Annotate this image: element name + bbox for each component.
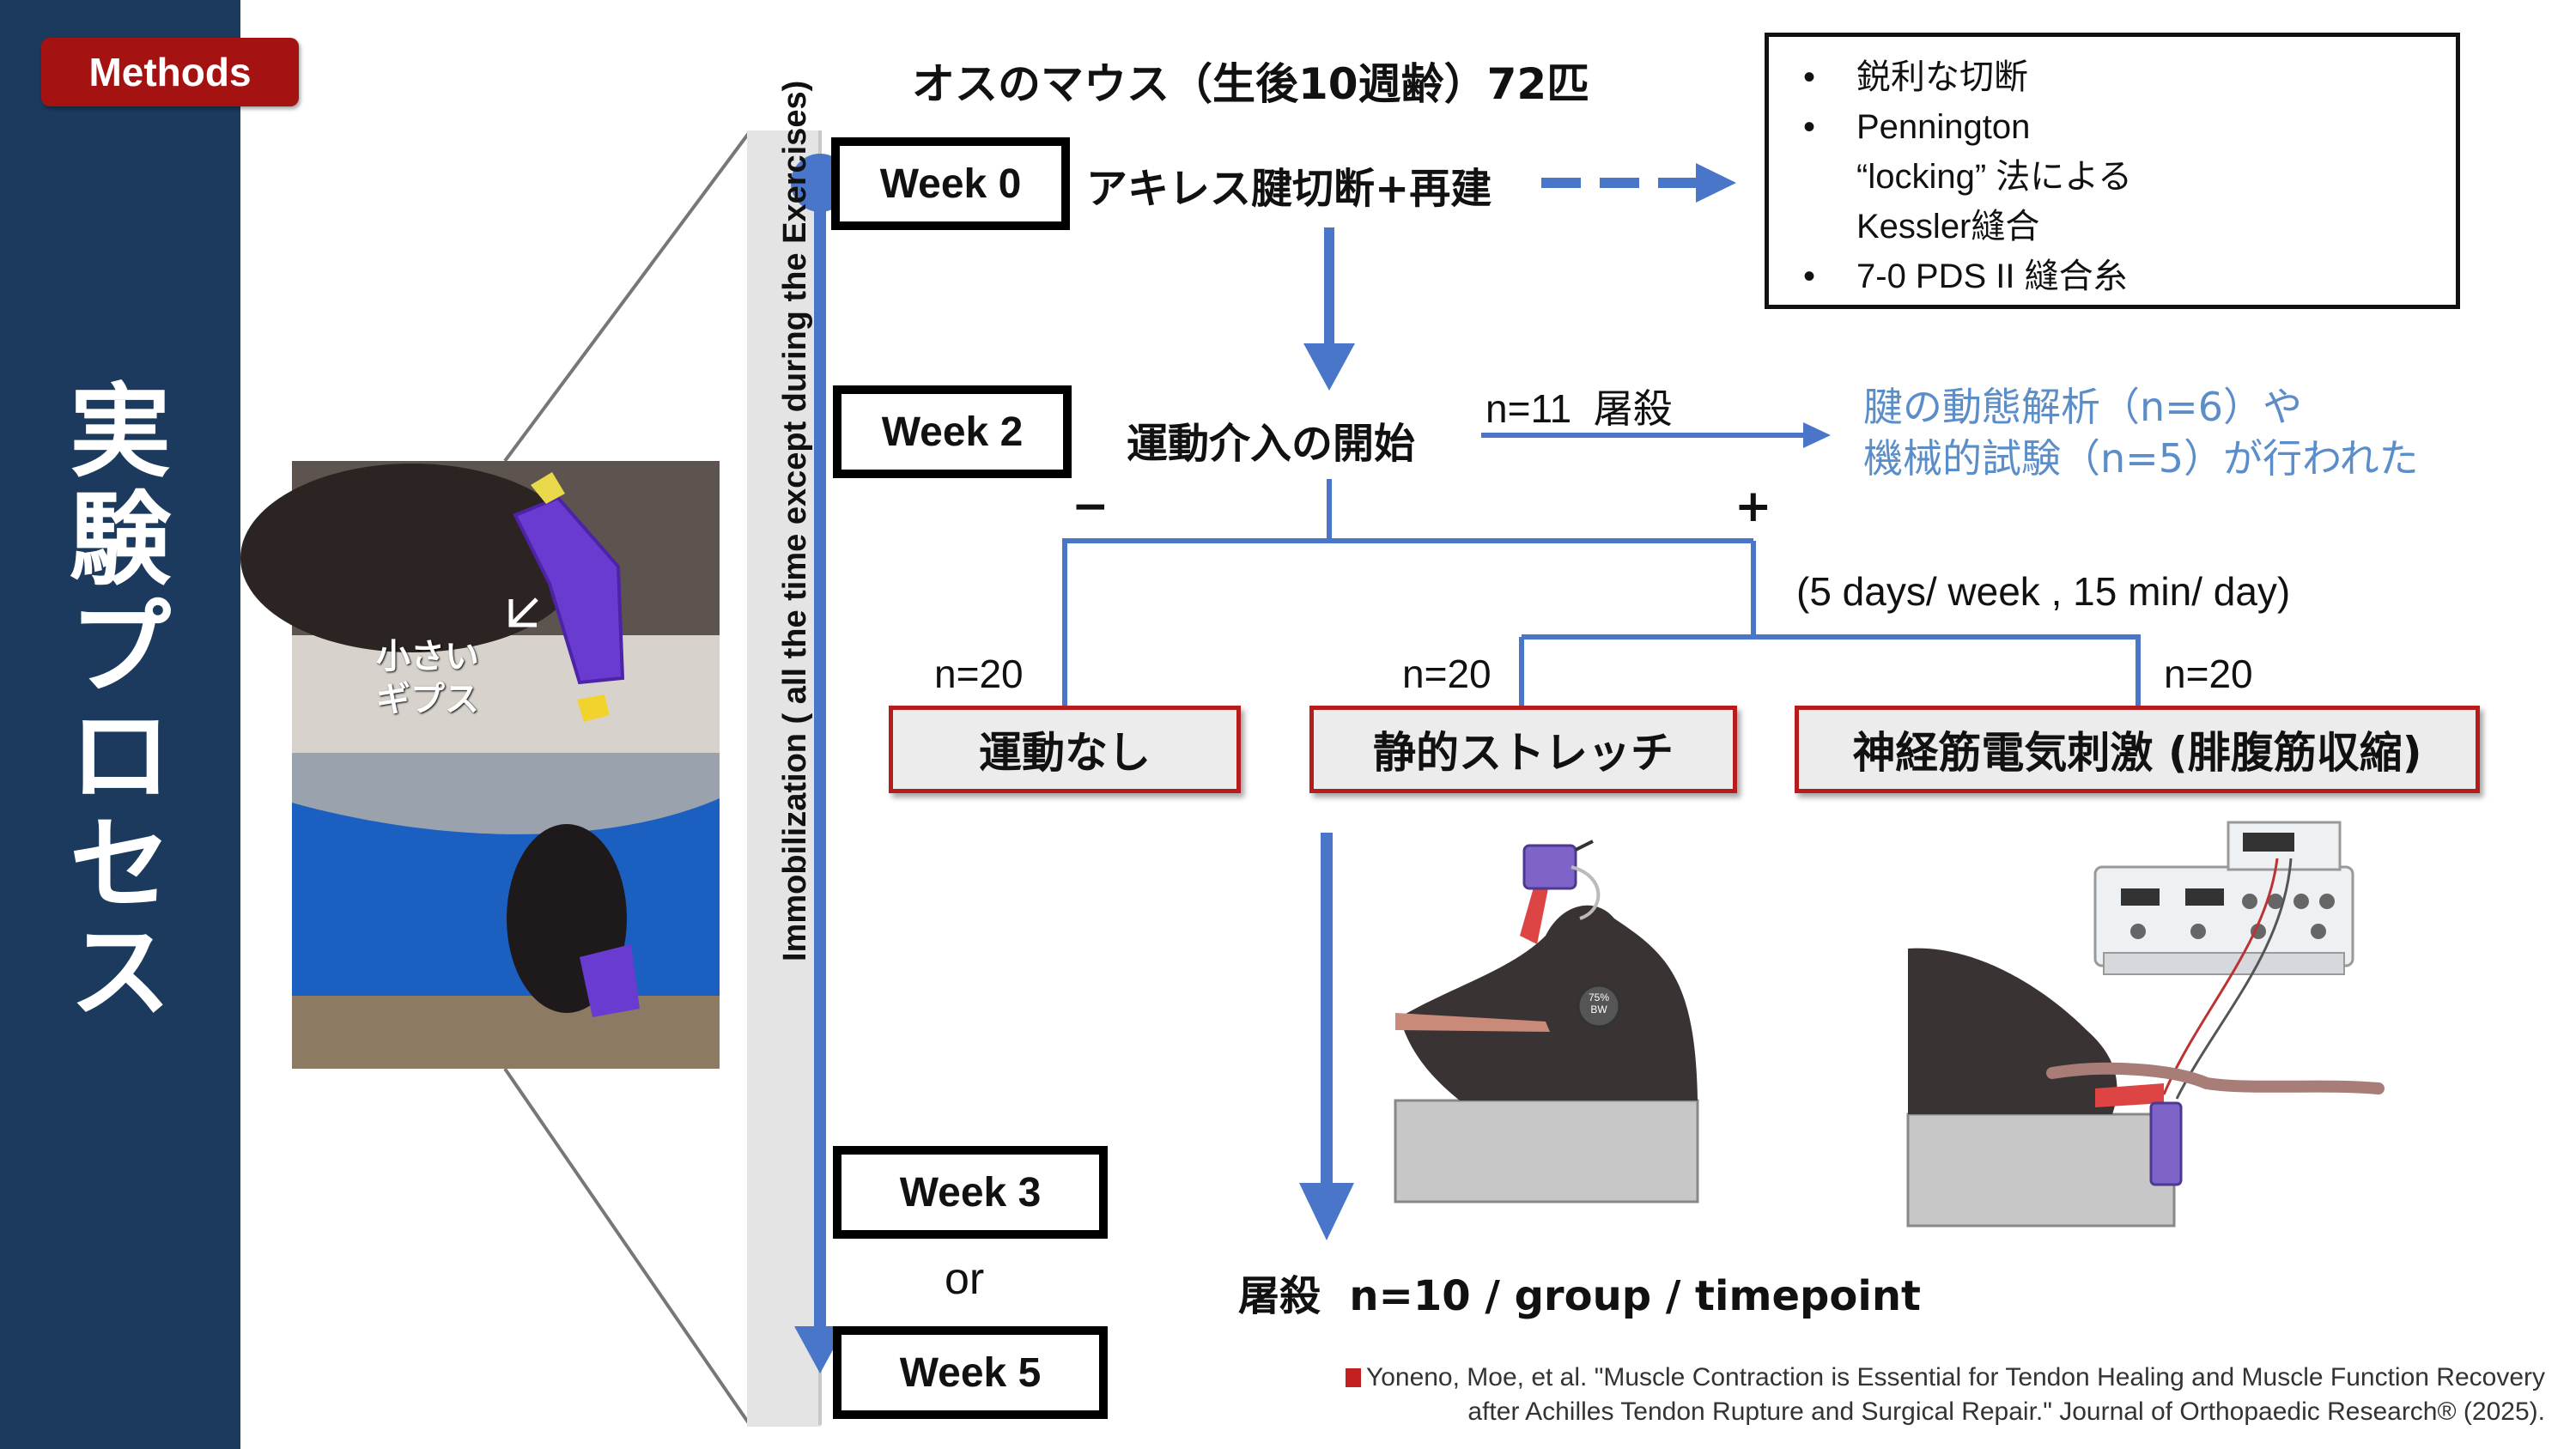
surgery-label: アキレス腱切断+再建 bbox=[1086, 165, 1492, 213]
group-label: 神経筋電気刺激 (腓腹筋収縮) bbox=[1852, 728, 2422, 778]
header-title: オスのマウス（生後10週齢）72匹 bbox=[912, 59, 1590, 109]
method-item: Kessler縫合 bbox=[1856, 208, 2040, 246]
weight-label: 75% BW bbox=[1582, 991, 1616, 1016]
method-item: 7-0 PDS II 縫合糸 bbox=[1803, 252, 2456, 301]
group-no-exercise: 運動なし bbox=[889, 706, 1241, 793]
timeline-bar bbox=[747, 130, 821, 1427]
side-title-char: 験 bbox=[69, 481, 171, 599]
group-n-label: n=20 bbox=[2164, 652, 2253, 696]
analysis-text: 腱の動態解析（n=6）や 機械的試験（n=5）が行われた bbox=[1863, 381, 2419, 484]
group-static-stretch: 静的ストレッチ bbox=[1309, 706, 1737, 793]
weight-label-line: BW bbox=[1590, 1003, 1607, 1016]
immobilization-text: Immobilization ( all the time except dur… bbox=[777, 80, 813, 961]
side-title-char: 実 bbox=[69, 373, 171, 491]
group-label: 運動なし bbox=[979, 728, 1151, 778]
weight-label-line: 75% bbox=[1588, 991, 1610, 1003]
final-sacrifice-text: 屠殺 n=10 / group / timepoint bbox=[1238, 1272, 1921, 1320]
citation-line: after Achilles Tendon Rupture and Surgic… bbox=[1467, 1397, 2545, 1426]
nmes-illustration bbox=[1906, 821, 2385, 1228]
group-n-label: n=20 bbox=[934, 652, 1024, 696]
photo-mouse-cast bbox=[240, 461, 720, 753]
analysis-line: 腱の動態解析（n=6）や bbox=[1863, 384, 2302, 430]
surgical-methods-box: 鋭利な切断 Pennington “locking” 法による Kessler縫… bbox=[1765, 33, 2460, 309]
stretch-illustration bbox=[1394, 840, 1699, 1203]
or-text: or bbox=[945, 1254, 985, 1304]
cast-label: 小さい ギプス bbox=[376, 635, 479, 721]
week-3-label: Week 3 bbox=[899, 1169, 1042, 1216]
zoom-line-bottom bbox=[503, 1067, 750, 1425]
side-title: 実 験 プ ロ セ ス bbox=[0, 378, 240, 1027]
cast-label-line: ギプス bbox=[376, 680, 479, 719]
week-0-box: Week 0 bbox=[831, 137, 1070, 230]
sacrifice-n11-label: n=11 屠殺 bbox=[1485, 378, 1673, 434]
photo-mouse-cage bbox=[292, 753, 720, 1069]
group-nmes: 神経筋電気刺激 (腓腹筋収縮) bbox=[1795, 706, 2480, 793]
week-2-box: Week 2 bbox=[833, 385, 1072, 478]
method-item: 鋭利な切断 bbox=[1803, 52, 2456, 102]
side-title-char: ス bbox=[69, 913, 171, 1032]
method-item: “locking” 法による bbox=[1856, 158, 2133, 196]
methods-badge: Methods bbox=[41, 38, 299, 106]
group-n-label: n=20 bbox=[1402, 652, 1492, 696]
sacrifice-n11-text: n=11 屠殺 bbox=[1485, 386, 1673, 431]
citation: Yoneno, Moe, et al. "Muscle Contraction … bbox=[1257, 1361, 2545, 1429]
side-title-char: ロ bbox=[69, 697, 171, 815]
week-3-box: Week 3 bbox=[833, 1146, 1108, 1239]
week-5-box: Week 5 bbox=[833, 1326, 1108, 1419]
branch-tree bbox=[1062, 479, 2141, 706]
week-5-label: Week 5 bbox=[899, 1349, 1042, 1396]
plus-sign: + bbox=[1735, 481, 1772, 532]
zoom-line-top bbox=[503, 131, 750, 463]
book-icon bbox=[1345, 1368, 1361, 1387]
citation-line: Yoneno, Moe, et al. "Muscle Contraction … bbox=[1365, 1363, 2545, 1391]
immobilization-label: Immobilization ( all the time except dur… bbox=[777, 52, 814, 961]
side-title-char: プ bbox=[69, 589, 171, 707]
analysis-line: 機械的試験（n=5）が行われた bbox=[1863, 435, 2419, 482]
schedule-text: (5 days/ week , 15 min/ day) bbox=[1796, 569, 2291, 614]
week-2-label: Week 2 bbox=[881, 409, 1024, 455]
week-0-label: Week 0 bbox=[879, 161, 1022, 207]
minus-sign: − bbox=[1072, 481, 1109, 532]
group-label: 静的ストレッチ bbox=[1373, 728, 1674, 778]
cast-label-line: 小さい bbox=[376, 637, 479, 676]
side-panel bbox=[0, 0, 240, 1449]
surgical-methods-list: 鋭利な切断 Pennington “locking” 法による Kessler縫… bbox=[1769, 37, 2456, 301]
side-title-char: セ bbox=[69, 805, 171, 924]
exercise-start-label: 運動介入の開始 bbox=[1127, 420, 1416, 468]
method-item: Pennington bbox=[1803, 102, 2456, 152]
